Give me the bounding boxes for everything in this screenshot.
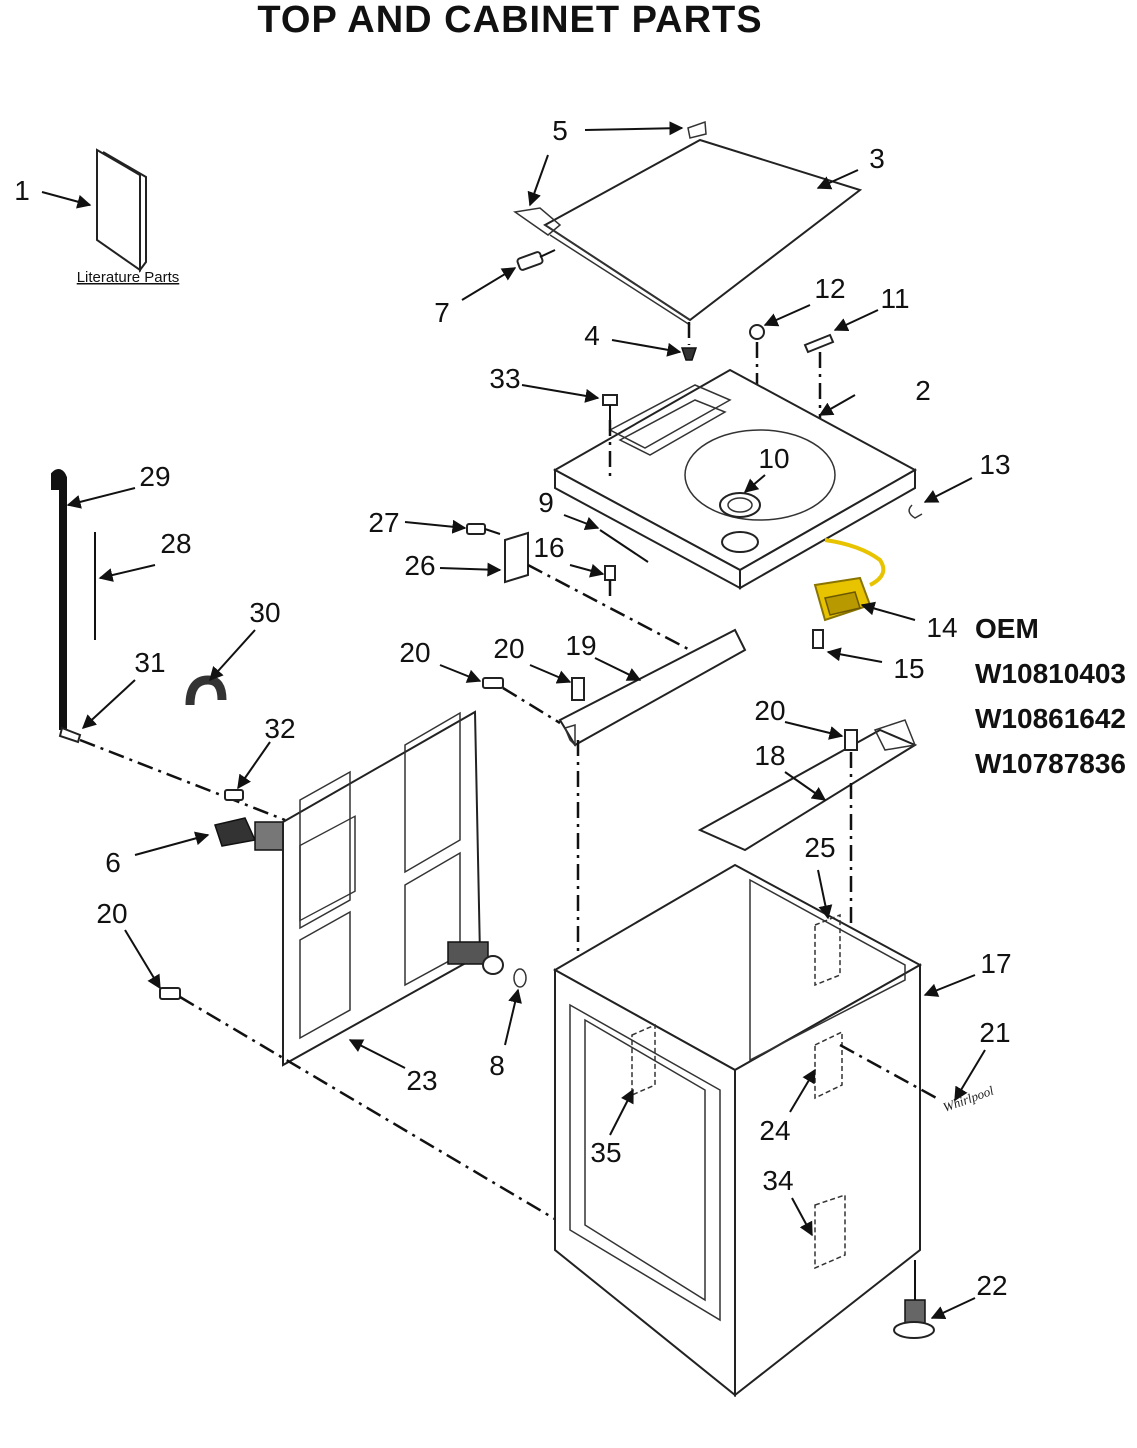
- warning-label: [814, 1193, 846, 1270]
- drain-hose: [51, 469, 67, 730]
- hose-washer: [513, 968, 527, 988]
- cabinet: [552, 863, 923, 1398]
- callout-17: 17: [980, 948, 1011, 979]
- oem-part-number: W10861642: [975, 703, 1126, 734]
- callout-6: 6: [105, 847, 121, 878]
- oem-part-number: W10810403: [975, 658, 1126, 689]
- screw: [159, 987, 181, 1000]
- shield: [504, 531, 529, 584]
- screw: [466, 523, 486, 535]
- hinge-pin: [599, 529, 649, 563]
- callout-31: 31: [134, 647, 165, 678]
- lid-lock-wire: [824, 538, 886, 587]
- callout-4: 4: [584, 320, 600, 351]
- callout-15: 15: [893, 653, 924, 684]
- callout-12: 12: [814, 273, 845, 304]
- clip: [908, 504, 923, 519]
- front-brace: [558, 628, 747, 747]
- screw: [482, 677, 504, 689]
- callout-16: 16: [533, 532, 564, 563]
- callout-9: 9: [538, 487, 554, 518]
- oem-part-number: W10787836: [975, 748, 1126, 779]
- callout-30: 30: [249, 597, 280, 628]
- callout-19: 19: [565, 630, 596, 661]
- warning-label: [631, 1023, 656, 1097]
- callout-1: 1: [14, 175, 30, 206]
- lid-lock-assembly: [813, 538, 886, 622]
- inlet-valve: [214, 817, 288, 851]
- callout-20: 20: [754, 695, 785, 726]
- rear-brace: [697, 719, 918, 852]
- callout-2: 2: [915, 375, 931, 406]
- literature-label: Literature Parts: [77, 269, 180, 286]
- callout-20: 20: [96, 898, 127, 929]
- oem-part-numbers: OEM W10810403 W10861642 W10787836: [975, 613, 1126, 779]
- callout-20: 20: [493, 633, 524, 664]
- callout-32: 32: [264, 713, 295, 744]
- hose-hook: [185, 675, 227, 706]
- leader-arrows: [41, 121, 986, 1320]
- callout-3: 3: [869, 143, 885, 174]
- oem-label: OEM: [975, 613, 1039, 644]
- callout-8: 8: [489, 1050, 505, 1081]
- callout-5: 5: [552, 115, 568, 146]
- screw: [516, 249, 556, 271]
- screw: [224, 789, 244, 801]
- literature-booklet: Literature Parts: [77, 148, 180, 286]
- lid: [543, 138, 863, 326]
- screw: [812, 629, 824, 649]
- top-panel: [552, 368, 918, 590]
- callout-13: 13: [979, 449, 1010, 480]
- hinge: [687, 120, 707, 139]
- lid-bumper: [680, 347, 698, 361]
- callout-33: 33: [489, 363, 520, 394]
- brand-badge: Whirlpool: [941, 1083, 996, 1115]
- callout-24: 24: [759, 1115, 790, 1146]
- screw: [571, 677, 585, 701]
- leveling-foot: [893, 1299, 935, 1339]
- callout-18: 18: [754, 740, 785, 771]
- rear-panel: [282, 710, 482, 1067]
- callout-10: 10: [758, 443, 789, 474]
- callout-7: 7: [434, 297, 450, 328]
- screw: [602, 394, 618, 420]
- page-title: TOP AND CABINET PARTS: [257, 0, 762, 41]
- screw: [844, 729, 858, 751]
- callout-34: 34: [762, 1165, 793, 1196]
- callout-27: 27: [368, 507, 399, 538]
- hose-clamp: [58, 726, 82, 744]
- callout-11: 11: [880, 283, 909, 314]
- callout-20: 20: [399, 637, 430, 668]
- hose-fitting-end: [482, 955, 504, 975]
- callout-14: 14: [926, 612, 957, 643]
- callout-numbers: 1 2 3 4 5 6 7 8 9 10 11 12 13 14 15 16 1…: [14, 115, 1011, 1301]
- grommet: [749, 324, 765, 340]
- hose-fitting: [447, 941, 489, 965]
- callout-29: 29: [139, 461, 170, 492]
- callout-26: 26: [404, 550, 435, 581]
- callout-35: 35: [590, 1137, 621, 1168]
- hinge: [513, 207, 562, 236]
- callout-23: 23: [406, 1065, 437, 1096]
- lid-switch-bracket: [803, 333, 835, 354]
- screw: [604, 565, 616, 581]
- callout-21: 21: [979, 1017, 1010, 1048]
- callout-28: 28: [160, 528, 191, 559]
- callout-22: 22: [976, 1270, 1007, 1301]
- callout-25: 25: [804, 832, 835, 863]
